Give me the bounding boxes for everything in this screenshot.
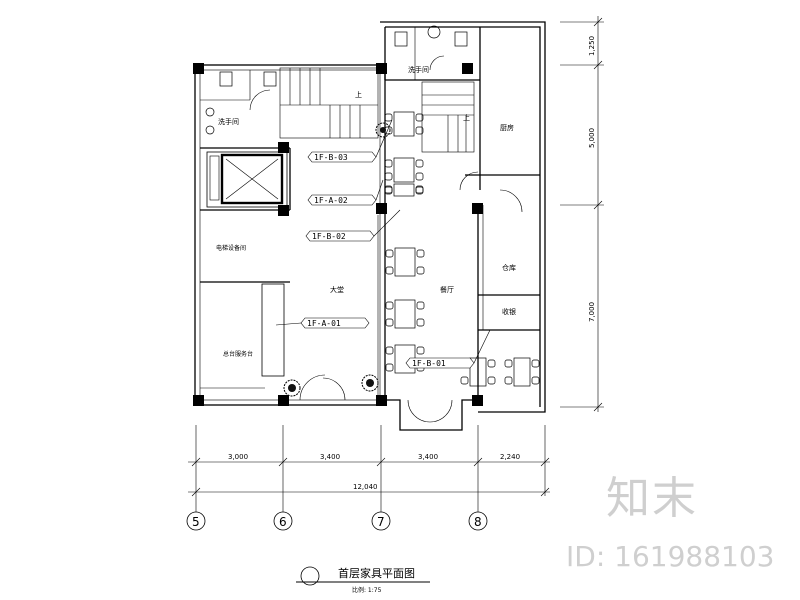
tag-1F-A-02: 1F-A-02 — [314, 196, 348, 205]
dim-bottom-3: 3,400 — [418, 453, 438, 461]
dining-chair — [504, 359, 513, 368]
axis-label-5: 5 — [192, 515, 200, 529]
room-label-storage: 仓库 — [502, 263, 516, 272]
dining-chair — [385, 249, 394, 258]
axis-label-7: 7 — [377, 515, 385, 529]
title-symbol — [300, 566, 320, 586]
stair-label-up-1: 上 — [355, 90, 362, 99]
dim-bottom-1: 3,000 — [228, 453, 248, 461]
tag-1F-A-01: 1F-A-01 — [307, 319, 341, 328]
drawing-title: 首层家具平面图 — [338, 566, 415, 580]
dim-bottom-4: 2,240 — [500, 453, 520, 461]
dining-chair — [416, 249, 425, 258]
dining-chair — [487, 359, 496, 368]
structural-columns — [193, 63, 483, 406]
watermark-logo: 知末 — [606, 473, 698, 524]
room-label-kitchen: 厨房 — [500, 123, 514, 132]
dim-bottom-2: 3,400 — [320, 453, 340, 461]
tag-callouts — [275, 119, 491, 369]
dimension-lines — [188, 16, 604, 512]
dining-chair — [504, 376, 513, 385]
room-label-reception: 总台服务台 — [223, 350, 253, 358]
dining-chair — [415, 126, 424, 135]
dining-table — [513, 357, 531, 387]
room-label-hall: 大堂 — [330, 285, 344, 294]
dining-chair — [385, 346, 394, 355]
dining-chair — [384, 172, 393, 181]
plants — [283, 122, 391, 397]
dining-chair — [385, 301, 394, 310]
dim-total: 12,040 — [353, 483, 378, 491]
dining-chair — [415, 113, 424, 122]
dining-chair — [416, 266, 425, 275]
dining-table — [394, 299, 416, 329]
dining-table — [469, 357, 487, 387]
dim-right-1: 1,250 — [588, 36, 596, 56]
dining-chair — [531, 359, 540, 368]
dining-chair — [415, 186, 424, 195]
dining-furniture — [384, 111, 540, 387]
room-label-washroom-left: 洗手间 — [218, 117, 239, 126]
dining-chair — [531, 376, 540, 385]
dining-chair — [487, 376, 496, 385]
axis-label-6: 6 — [279, 515, 287, 529]
dim-right-2: 5,000 — [588, 128, 596, 148]
tag-1F-B-03: 1F-B-03 — [314, 153, 348, 162]
dining-chair — [416, 318, 425, 327]
watermark-id: ID: 161988103 — [566, 540, 775, 573]
dining-chair — [460, 376, 469, 385]
dining-chair — [385, 266, 394, 275]
dining-table — [393, 157, 415, 183]
grid-axis-markers — [186, 511, 488, 531]
dining-table — [393, 183, 415, 197]
door-swings — [249, 55, 523, 423]
dining-table — [394, 247, 416, 277]
dining-chair — [384, 159, 393, 168]
drawing-scale: 比例: 1:75 — [352, 586, 382, 594]
tag-1F-B-01: 1F-B-01 — [412, 359, 446, 368]
room-label-electric-room: 电梯设备间 — [216, 244, 246, 252]
axis-label-8: 8 — [474, 515, 482, 529]
walls — [194, 21, 546, 431]
dining-chair — [416, 301, 425, 310]
room-label-dining: 餐厅 — [440, 285, 454, 294]
fixtures — [205, 25, 468, 135]
dim-right-3: 7,000 — [588, 302, 596, 322]
dining-chair — [384, 186, 393, 195]
dining-chair — [415, 172, 424, 181]
dining-chair — [415, 159, 424, 168]
dining-chair — [385, 363, 394, 372]
dining-chair — [384, 113, 393, 122]
stairs — [279, 67, 475, 153]
room-label-washroom-top: 洗手间 — [408, 65, 429, 74]
room-label-cashier: 收银 — [502, 307, 516, 316]
tag-1F-B-02: 1F-B-02 — [312, 232, 346, 241]
stair-label-up-2: 上 — [463, 113, 470, 122]
dining-chair — [385, 318, 394, 327]
dining-table — [393, 111, 415, 137]
dining-chair — [416, 346, 425, 355]
